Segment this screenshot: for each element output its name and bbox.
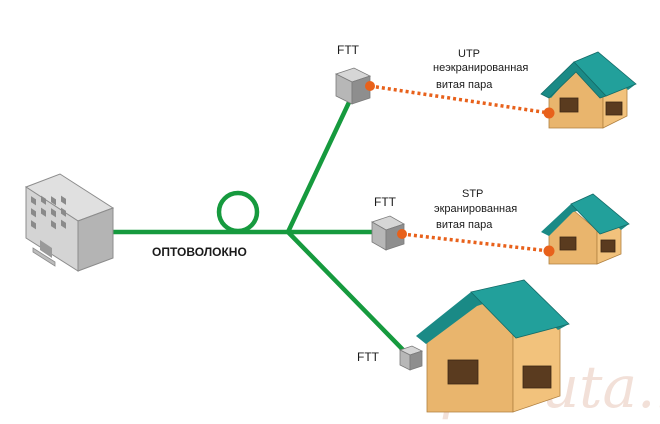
fiber-branch-bottom (285, 229, 413, 360)
stp-description: экранированная (434, 203, 517, 215)
ftt-label-bottom: FTT (357, 350, 380, 364)
house-icon (416, 279, 570, 413)
fiber-loop-icon (216, 190, 260, 234)
ftt-box-icon (334, 67, 375, 105)
stp-description-2: витая пара (436, 219, 493, 231)
ftt-box-icon (371, 215, 407, 251)
utp-cable (369, 84, 550, 115)
ftt-label-mid: FTT (374, 195, 397, 209)
house-icon (541, 193, 630, 265)
ftt-label-top: FTT (337, 43, 360, 57)
house-icon (540, 51, 637, 129)
fiber-branch-top (285, 93, 355, 235)
utp-description: неэкранированная (433, 62, 528, 74)
utp-title: UTP (458, 48, 480, 60)
fiber-lines (103, 93, 413, 360)
ftt-box-icon (398, 345, 424, 371)
fiber-label: ОПТОВОЛОКНО (152, 245, 247, 259)
stp-cable (401, 232, 550, 253)
office-building-icon (24, 173, 115, 272)
utp-description-2: витая пара (436, 79, 493, 91)
copper-lines (369, 84, 550, 253)
stp-title: STP (462, 188, 483, 200)
